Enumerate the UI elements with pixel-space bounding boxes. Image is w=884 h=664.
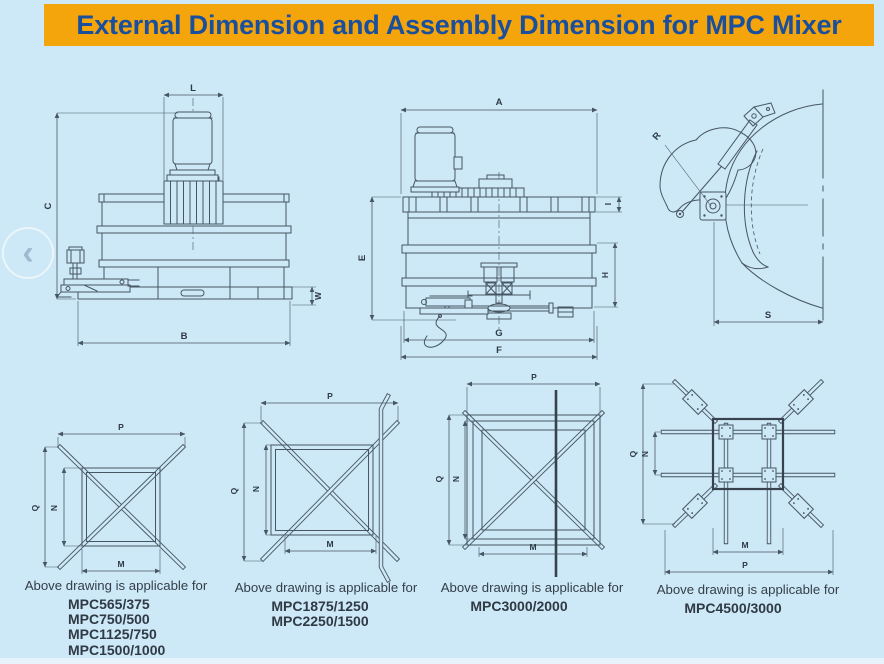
dim-label-W: W [313, 291, 323, 300]
dim-label-F: F [496, 345, 502, 356]
dim-label-N: N [451, 476, 461, 482]
frame1-dimensions: P Q N M [30, 422, 186, 574]
dim-label-N: N [640, 451, 650, 457]
bottom-strip [0, 658, 884, 664]
dim-label-Q: Q [628, 450, 638, 457]
dim-label-P: P [742, 560, 748, 570]
base-frame-drawing-4: Q N M P [628, 378, 836, 575]
frame3-body [461, 390, 606, 577]
model-item: MPC1500/1000 [68, 641, 166, 658]
caption-block-1: Above drawing is applicable for MPC565/3… [5, 578, 227, 658]
frame2-dimensions: P Q N M [229, 391, 399, 562]
dim-label-Q: Q [30, 504, 40, 511]
model-item: MPC1125/750 [68, 626, 157, 643]
dim-label-P: P [531, 372, 537, 382]
dim-label-N: N [251, 486, 261, 492]
base-frame-drawing-1: P Q N M [30, 422, 187, 574]
caption-block-3: Above drawing is applicable for MPC3000/… [432, 580, 632, 614]
frame1-body [56, 443, 187, 571]
dim-label-S: S [765, 310, 771, 321]
caption-text: Above drawing is applicable for [24, 578, 208, 593]
swing-detail-body [659, 89, 824, 321]
dim-label-Q: Q [434, 475, 444, 482]
caption-block-2: Above drawing is applicable for MPC1875/… [228, 580, 424, 629]
dim-label-M: M [529, 542, 536, 552]
dim-label-H: H [600, 272, 610, 278]
dim-label-M: M [741, 540, 748, 550]
door-swing-detail-drawing: R S [651, 89, 824, 326]
model-item: MPC565/375 [68, 596, 150, 612]
caption-text: Above drawing is applicable for [656, 582, 840, 597]
model-item: MPC750/500 [68, 611, 150, 628]
caption-text: Above drawing is applicable for [234, 580, 418, 595]
carousel-prev-button[interactable]: ‹ [2, 227, 54, 279]
caption-block-4: Above drawing is applicable for MPC4500/… [642, 582, 854, 616]
dim-label-R: R [651, 130, 664, 142]
page-title: External Dimension and Assembly Dimensio… [76, 9, 842, 40]
front-view-dimensions: A E I H G F [357, 97, 622, 360]
dim-label-E: E [357, 255, 368, 261]
model-item: MPC4500/3000 [684, 600, 782, 616]
base-frame-drawing-3: P Q N M [434, 372, 606, 577]
dim-label-C: C [43, 202, 54, 209]
dim-label-N: N [49, 505, 59, 511]
side-view-drawing: L C B W [43, 83, 323, 346]
caption-text: Above drawing is applicable for [440, 580, 624, 595]
dim-label-M: M [117, 559, 124, 569]
frame3-dimensions: P Q N M [434, 372, 601, 557]
frame4-dimensions: Q N M P [628, 383, 834, 575]
dim-label-P: P [327, 391, 333, 401]
model-item: MPC3000/2000 [470, 598, 568, 614]
model-item: MPC2250/1500 [271, 613, 369, 630]
front-view-drawing: A E I H G F [357, 97, 622, 360]
dim-label-L: L [190, 83, 196, 94]
dim-label-A: A [496, 97, 503, 108]
base-frame-drawing-2: P Q N M [229, 391, 401, 583]
dim-label-G: G [495, 328, 502, 339]
dim-label-P: P [118, 422, 124, 432]
chevron-left-icon: ‹ [22, 233, 34, 272]
frame2-body [259, 393, 401, 583]
dim-label-B: B [181, 331, 188, 342]
swing-detail-dimensions: R S [651, 130, 824, 326]
model-item: MPC1875/1250 [271, 598, 369, 614]
dim-label-I: I [603, 203, 613, 205]
dim-label-M: M [326, 539, 333, 549]
side-view-body [55, 98, 293, 300]
side-view-dimensions: L C B W [43, 83, 323, 346]
title-banner: External Dimension and Assembly Dimensio… [44, 4, 874, 46]
front-view-body [401, 126, 597, 348]
frame4-body [660, 378, 836, 545]
dim-label-Q: Q [229, 487, 239, 494]
